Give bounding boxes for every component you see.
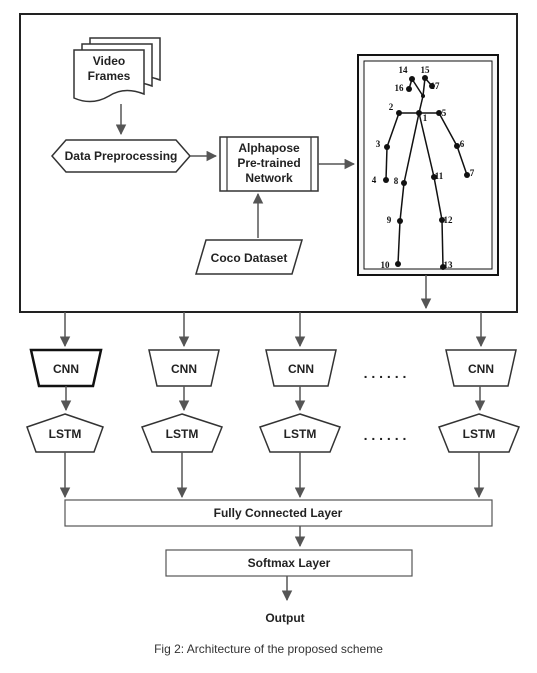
cnn-node-3: CNN [265, 349, 337, 387]
keypoint-label: 5 [442, 108, 447, 118]
skeleton-joint [406, 86, 412, 92]
lstm-label-4: LSTM [463, 427, 496, 441]
softmax-label: Softmax Layer [248, 556, 331, 570]
figure-caption: Fig 2: Architecture of the proposed sche… [154, 642, 383, 656]
coco-dataset-label: Coco Dataset [211, 251, 288, 265]
skeleton-bone [403, 112, 420, 184]
skeleton-bone [441, 219, 444, 268]
coco-dataset-node: Coco Dataset [194, 239, 304, 275]
skeleton-joint [397, 218, 403, 224]
keypoint-label: 1 [423, 113, 428, 123]
data-preprocessing-label: Data Preprocessing [65, 149, 178, 163]
lstm-label-2: LSTM [166, 427, 199, 441]
data-preprocessing-node: Data Preprocessing [51, 139, 191, 173]
skeleton-bone [397, 220, 401, 265]
skeleton-joint [431, 174, 437, 180]
skeleton-panel [357, 54, 499, 276]
cnn-node-2: CNN [148, 349, 220, 387]
cnn-node-1: CNN [29, 348, 103, 388]
skeleton-joint [440, 264, 446, 270]
skeleton-joint [416, 110, 422, 116]
skeleton-joint [384, 144, 390, 150]
skeleton-joint [396, 110, 402, 116]
lstm-ellipsis: . . . . . . [364, 427, 407, 443]
skeleton-bone [422, 77, 426, 97]
skeleton-bone [399, 182, 405, 222]
cnn-label-2: CNN [171, 362, 197, 376]
keypoint-label: 9 [387, 215, 392, 225]
skeleton-joint [436, 110, 442, 116]
keypoint-label: 14 [399, 65, 409, 75]
skeleton-bone [386, 112, 400, 148]
skeleton-joint [422, 75, 428, 81]
lstm-node-3: LSTM [259, 413, 341, 453]
keypoint-label: 16 [395, 83, 405, 93]
lstm-node-1: LSTM [26, 413, 104, 453]
softmax-node: Softmax Layer [165, 549, 413, 577]
cnn-ellipsis: . . . . . . [364, 365, 407, 381]
cnn-label-4: CNN [468, 362, 494, 376]
lstm-node-4: LSTM [438, 413, 520, 453]
keypoint-label: 2 [389, 102, 394, 112]
alphapose-label-3: Network [245, 171, 293, 185]
alphapose-label-2: Pre-trained [237, 156, 300, 170]
skeleton-joint [439, 217, 445, 223]
fully-connected-node: Fully Connected Layer [64, 499, 493, 527]
lstm-label-1: LSTM [49, 427, 82, 441]
skeleton-bone [438, 112, 458, 147]
skeleton-joint [464, 172, 470, 178]
skeleton-joint [454, 143, 460, 149]
skeleton-bone [411, 78, 424, 97]
lstm-label-3: LSTM [284, 427, 317, 441]
skeleton-bone [418, 112, 435, 178]
output-label: Output [265, 611, 304, 625]
skeleton-joint [401, 180, 407, 186]
skeleton-joint [395, 261, 401, 267]
fully-connected-label: Fully Connected Layer [214, 506, 343, 520]
alphapose-label-1: Alphapose [238, 141, 300, 155]
skeleton-bone [385, 146, 388, 181]
keypoint-label: 10 [381, 260, 391, 270]
keypoint-label: 12 [444, 215, 454, 225]
skeleton-joint [429, 83, 435, 89]
skeleton-bone [433, 176, 443, 221]
keypoint-label: 8 [394, 176, 399, 186]
keypoint-label: 4 [372, 175, 377, 185]
keypoint-label: 7 [470, 168, 475, 178]
keypoint-label: 13 [444, 260, 454, 270]
keypoint-label: 11 [435, 171, 444, 181]
keypoint-label: 3 [376, 139, 381, 149]
lstm-node-2: LSTM [141, 413, 223, 453]
cnn-node-4: CNN [445, 349, 517, 387]
skeleton-joint [421, 94, 425, 98]
skeleton-joint [409, 76, 415, 82]
keypoint-label: 6 [460, 139, 465, 149]
alphapose-node: Alphapose Pre-trained Network [219, 136, 319, 192]
keypoint-label: 17 [431, 81, 441, 91]
cnn-label-1: CNN [53, 362, 79, 376]
cnn-label-3: CNN [288, 362, 314, 376]
skeleton-joint [383, 177, 389, 183]
keypoint-label: 15 [421, 65, 431, 75]
skeleton-bones [385, 77, 468, 268]
skeleton-bone [456, 145, 468, 176]
